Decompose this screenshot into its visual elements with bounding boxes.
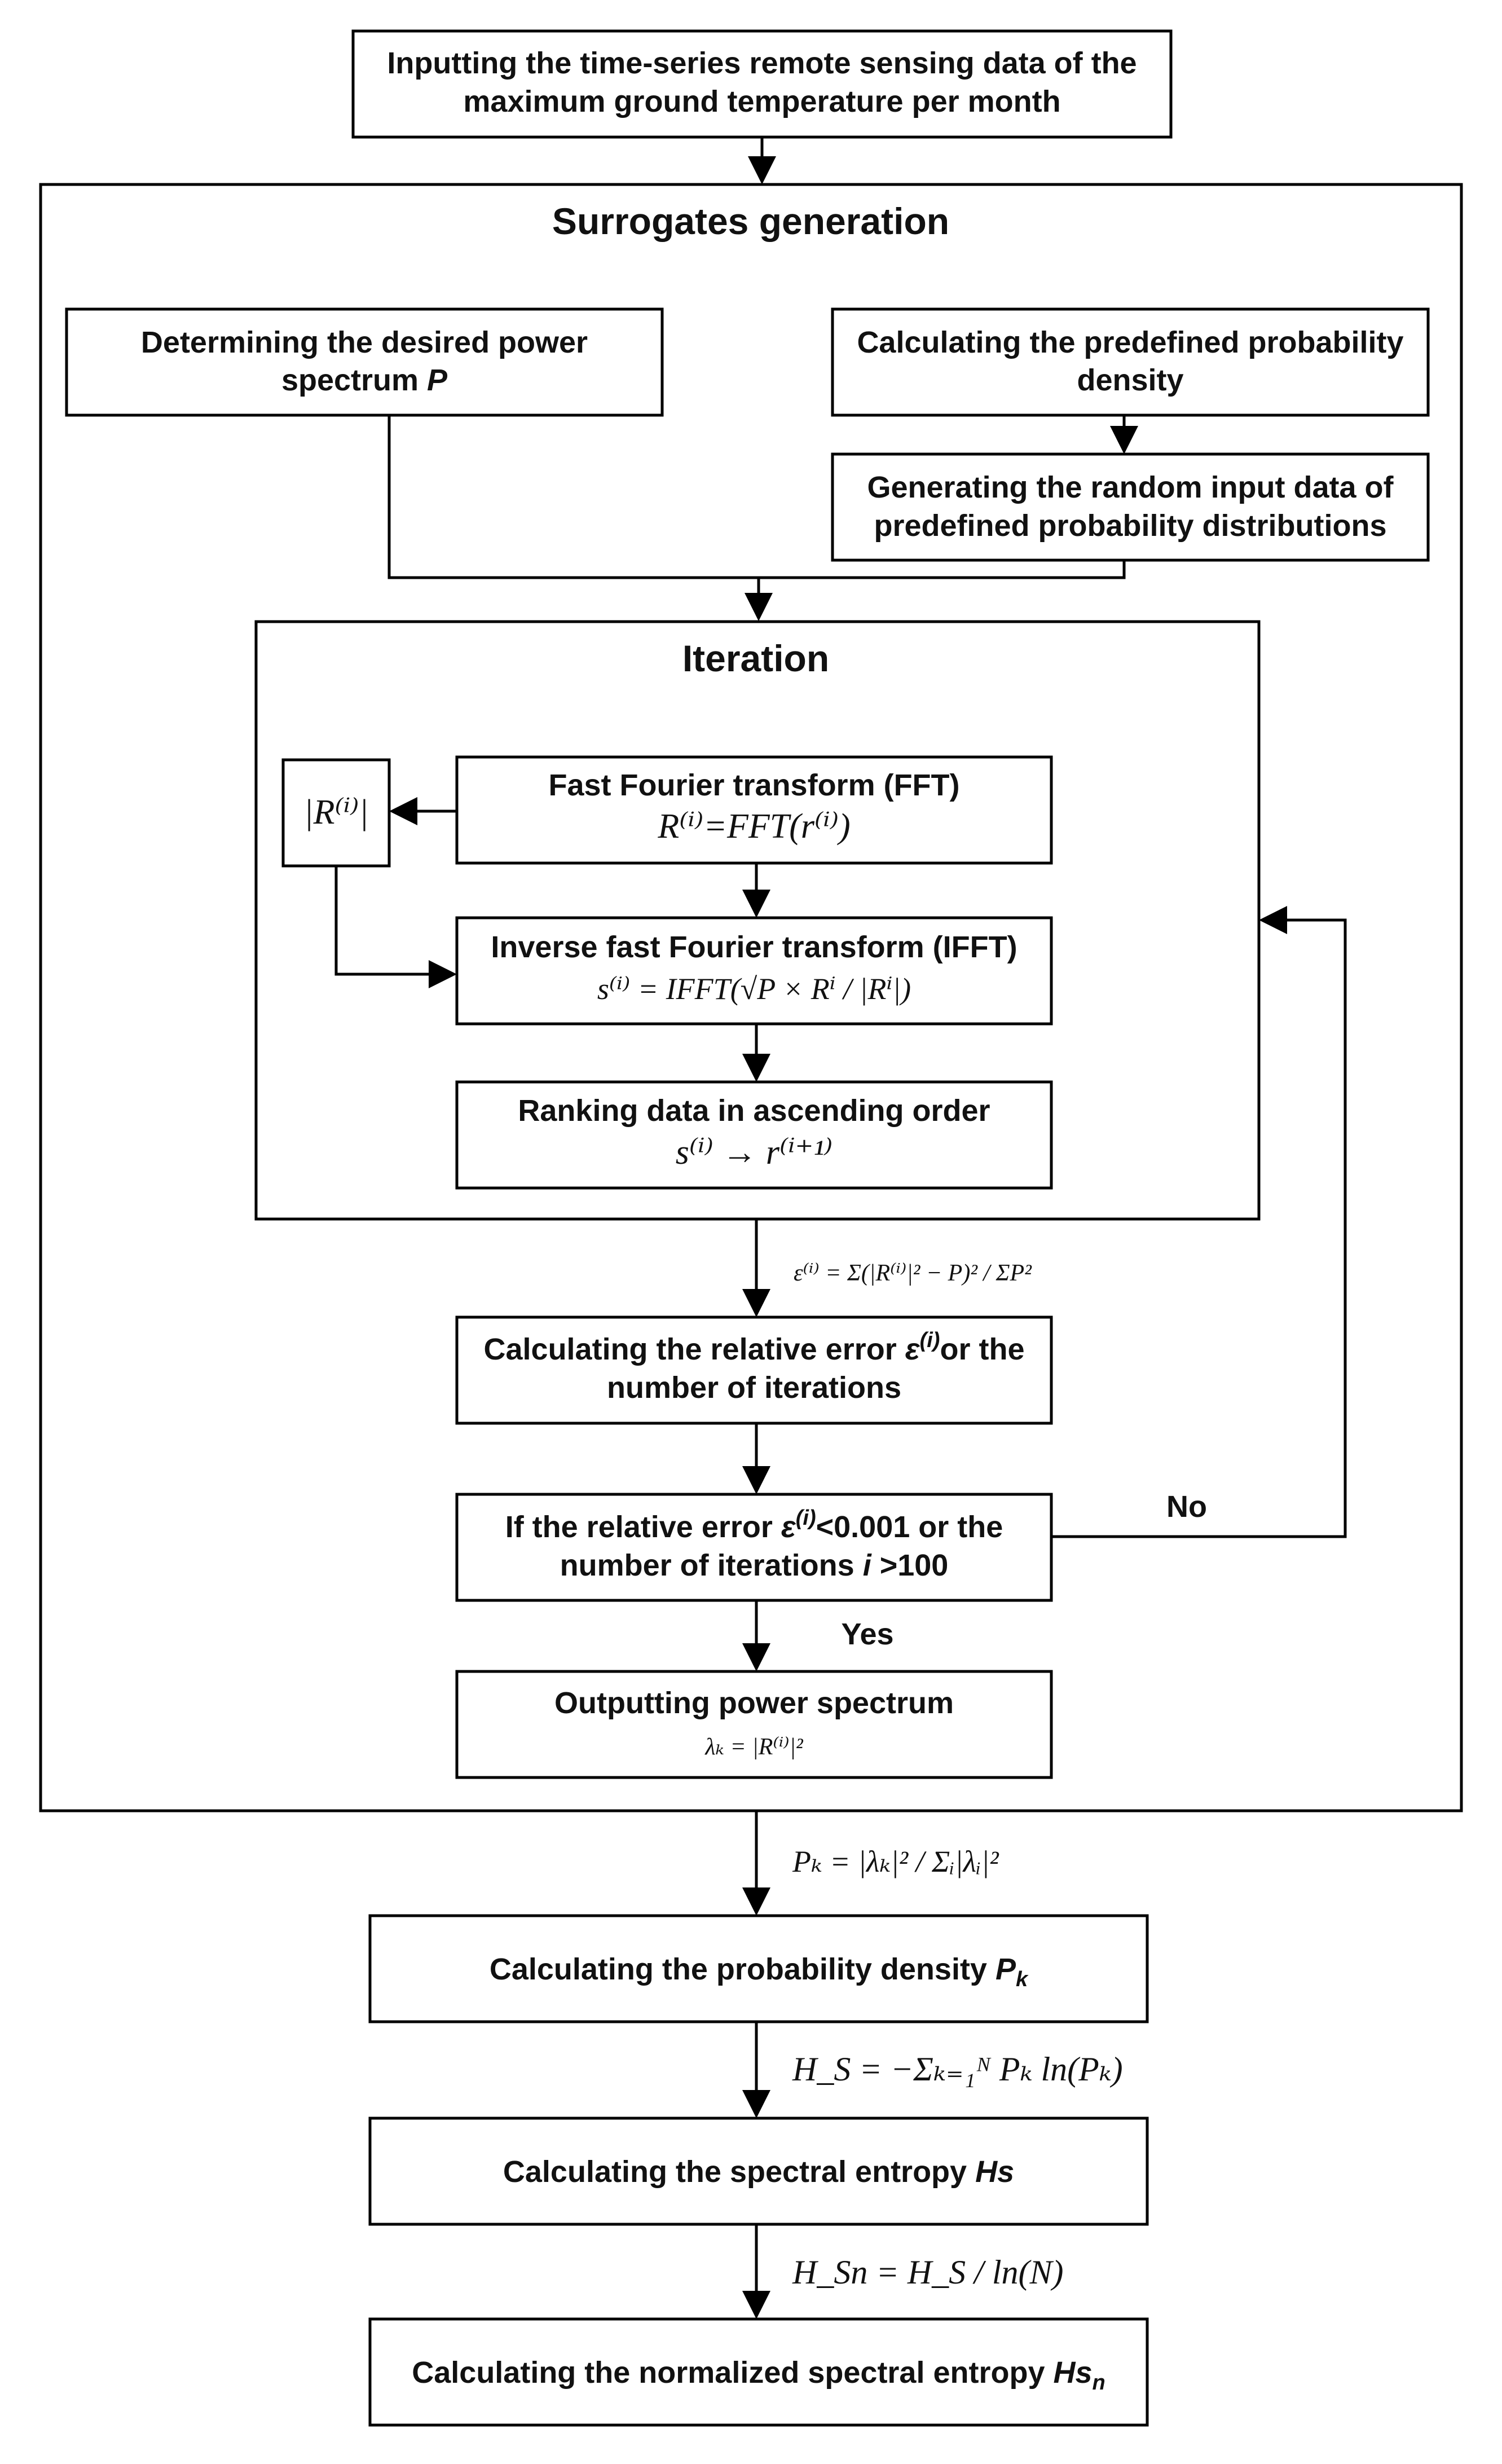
- desired-power-node: Determining the desired power spectrum P: [65, 307, 664, 417]
- ifft-node: Inverse fast Fourier transform (IFFT) s⁽…: [455, 916, 1053, 1026]
- desired-power-line1: Determining the desired power: [141, 325, 588, 359]
- surrogates-group-title: Surrogates generation: [552, 200, 949, 242]
- hs-formula: H_S = −Σₖ₌₁ᴺ Pₖ ln(Pₖ): [792, 2051, 1123, 2088]
- spectral-entropy-node: Calculating the spectral entropy Hs: [368, 2117, 1149, 2226]
- epsilon-formula: ε⁽ⁱ⁾ = Σ(|R⁽ⁱ⁾|² − P)² / ΣP²: [794, 1260, 1032, 1286]
- fft-formula: R⁽ⁱ⁾=FFT(r⁽ⁱ⁾): [657, 807, 850, 846]
- decision-line2: number of iterations i >100: [560, 1548, 949, 1582]
- surrogates-group: [39, 183, 1463, 1812]
- input-node-line1: Inputting the time-series remote sensing…: [387, 46, 1137, 80]
- ranking-formula: s⁽ⁱ⁾ → r⁽ⁱ⁺¹⁾: [676, 1133, 833, 1172]
- fft-node: Fast Fourier transform (FFT) R⁽ⁱ⁾=FFT(r⁽…: [455, 755, 1053, 865]
- random-input-node: Generating the random input data of pred…: [831, 452, 1430, 562]
- prob-density-label: Calculating the probability density Pk: [490, 1952, 1029, 1991]
- decision-node: If the relative error ε(i)<0.001 or the …: [455, 1493, 1053, 1602]
- abs-r-node: |R⁽ⁱ⁾|: [281, 758, 391, 868]
- random-input-line2: predefined probability distributions: [874, 509, 1386, 543]
- relative-error-node: Calculating the relative error ε(i)or th…: [455, 1315, 1053, 1425]
- decision-line1: If the relative error ε(i)<0.001 or the: [505, 1506, 1003, 1544]
- spectral-entropy-label: Calculating the spectral entropy Hs: [503, 2155, 1014, 2189]
- ranking-node: Ranking data in ascending order s⁽ⁱ⁾ → r…: [455, 1080, 1053, 1190]
- predefined-density-node: Calculating the predefined probability d…: [831, 307, 1430, 417]
- output-power-node: Outputting power spectrum λₖ = |R⁽ⁱ⁾|²: [455, 1670, 1053, 1779]
- normalized-entropy-node: Calculating the normalized spectral entr…: [368, 2317, 1149, 2427]
- output-power-title: Outputting power spectrum: [554, 1686, 954, 1720]
- predefined-density-line1: Calculating the predefined probability: [857, 325, 1403, 359]
- edge-label-yes: Yes: [841, 1617, 893, 1651]
- relative-error-line2: number of iterations: [607, 1371, 901, 1405]
- normalized-entropy-label: Calculating the normalized spectral entr…: [412, 2356, 1105, 2395]
- input-node: Inputting the time-series remote sensing…: [351, 29, 1173, 139]
- edge-decision-no-loop: [1051, 906, 1347, 1538]
- fft-title: Fast Fourier transform (FFT): [548, 768, 959, 802]
- edge-abs-r-to-ifft: [334, 866, 457, 988]
- desired-power-line2: spectrum P: [281, 363, 448, 397]
- output-power-formula: λₖ = |R⁽ⁱ⁾|²: [704, 1734, 804, 1760]
- edge-label-no: No: [1166, 1490, 1207, 1524]
- random-input-line1: Generating the random input data of: [867, 470, 1394, 504]
- ranking-title: Ranking data in ascending order: [518, 1094, 990, 1128]
- prob-density-node: Calculating the probability density Pk: [368, 1914, 1149, 2023]
- ifft-formula: s⁽ⁱ⁾ = IFFT(√P × Rⁱ / |Rⁱ|): [597, 972, 911, 1006]
- hsn-formula: H_Sn = H_S / ln(N): [792, 2254, 1063, 2291]
- iteration-group-title: Iteration: [682, 637, 829, 679]
- edge-desired-power-merge: [387, 415, 1126, 579]
- relative-error-line1: Calculating the relative error ε(i)or th…: [484, 1328, 1025, 1366]
- ifft-title: Inverse fast Fourier transform (IFFT): [491, 930, 1017, 964]
- input-node-line2: maximum ground temperature per month: [463, 85, 1060, 118]
- predefined-density-line2: density: [1077, 363, 1183, 397]
- pk-formula: Pₖ = |λₖ|² / Σᵢ|λᵢ|²: [792, 1845, 999, 1878]
- abs-r-formula: |R⁽ⁱ⁾|: [304, 793, 369, 831]
